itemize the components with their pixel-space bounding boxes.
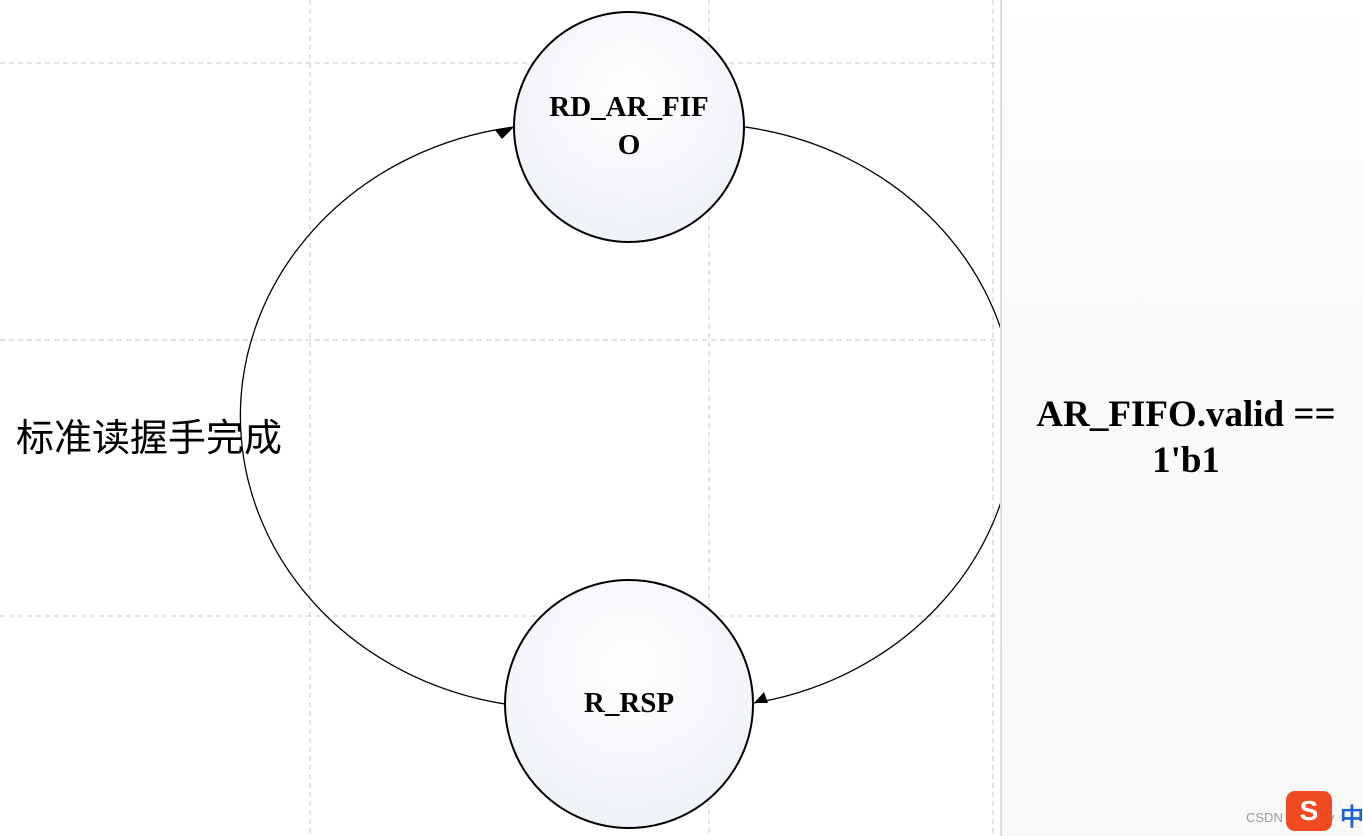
sogou-s-icon[interactable]: S	[1286, 791, 1332, 831]
state-diagram	[0, 0, 1000, 836]
state-node-rd-ar-fifo[interactable]	[513, 11, 745, 243]
state-label-rd-ar-fifo: RD_AR_FIFO	[549, 91, 709, 161]
arrowhead-right	[754, 692, 768, 703]
transition-arc-left	[239, 126, 515, 705]
transition-label-right: AR_FIFO.valid == 1'b1	[1036, 394, 1336, 481]
state-label-r-rsp: R_RSP	[583, 687, 675, 719]
transition-label-left: 标准读握手完成	[16, 416, 283, 460]
state-node-r-rsp[interactable]	[504, 579, 754, 829]
arrowhead-left	[495, 127, 514, 139]
panel-divider	[1000, 0, 1001, 836]
ime-language-indicator[interactable]: 中	[1340, 803, 1363, 831]
diagram-canvas: RD_AR_FIFO R_RSP 标准读握手完成	[0, 0, 1000, 836]
transition-arc-right	[744, 126, 1000, 704]
right-panel	[1001, 0, 1363, 836]
